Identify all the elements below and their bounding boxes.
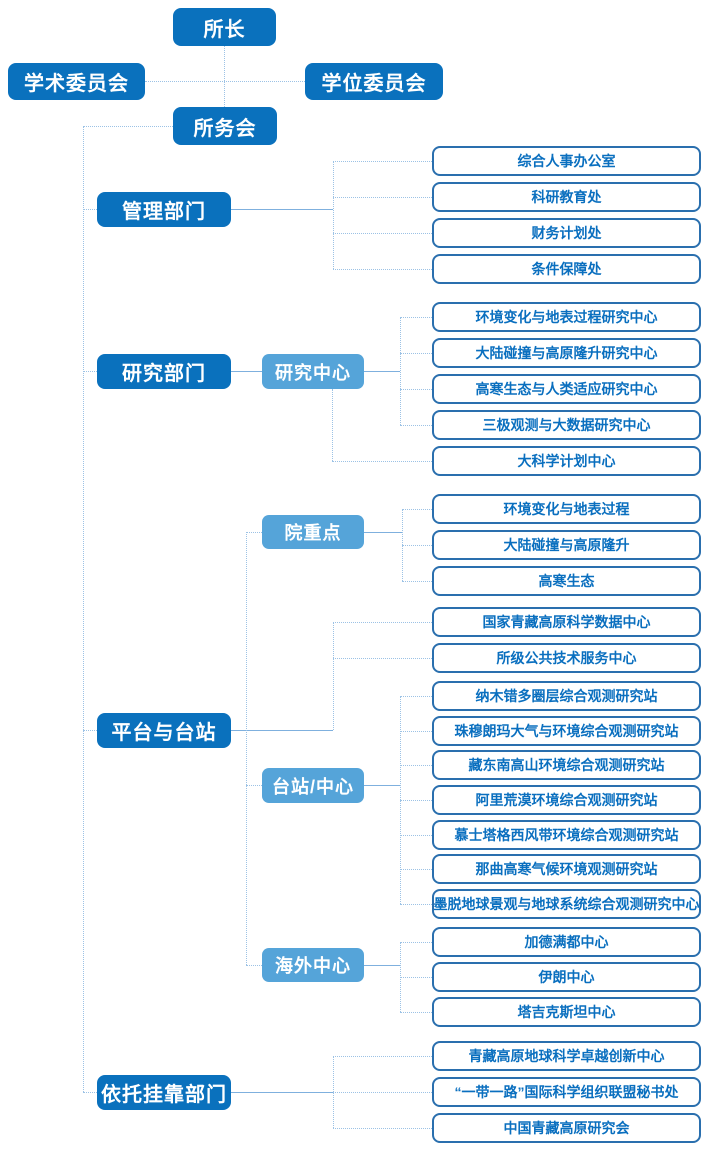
connector-line xyxy=(400,942,432,943)
connector-line xyxy=(400,835,432,836)
connector-line xyxy=(333,622,432,623)
connector-line xyxy=(246,532,262,533)
leaf-node: 高寒生态与人类适应研究中心 xyxy=(432,374,701,404)
connector-line xyxy=(402,581,432,582)
leaf-node: 大陆碰撞与高原隆升 xyxy=(432,530,701,560)
connector-line xyxy=(333,658,334,730)
cas-key-node: 院重点 xyxy=(262,515,364,549)
stations-centers-node: 台站/中心 xyxy=(262,768,364,803)
connector-line xyxy=(231,730,333,731)
connector-line xyxy=(402,509,432,510)
connector-line xyxy=(402,545,432,546)
leaf-node: 中国青藏高原研究会 xyxy=(432,1113,701,1143)
connector-line xyxy=(400,389,432,390)
connector-line xyxy=(400,317,432,318)
connector-line xyxy=(364,532,402,533)
connector-line xyxy=(83,126,173,127)
institute-council-node: 所务会 xyxy=(173,107,277,145)
leaf-node: 国家青藏高原科学数据中心 xyxy=(432,607,701,637)
connector-line xyxy=(400,353,432,354)
connector-line xyxy=(400,765,432,766)
connector-line xyxy=(400,317,401,425)
leaf-node: 高寒生态 xyxy=(432,566,701,596)
overseas-centers-node: 海外中心 xyxy=(262,948,364,982)
leaf-node: 所级公共技术服务中心 xyxy=(432,643,701,673)
connector-line xyxy=(333,161,334,269)
connector-line xyxy=(333,233,432,234)
leaf-node: 青藏高原地球科学卓越创新中心 xyxy=(432,1041,701,1071)
leaf-node: 大陆碰撞与高原隆升研究中心 xyxy=(432,338,701,368)
director-node: 所长 xyxy=(173,8,276,46)
leaf-node: 三极观测与大数据研究中心 xyxy=(432,410,701,440)
leaf-node: 财务计划处 xyxy=(432,218,701,248)
leaf-node: 条件保障处 xyxy=(432,254,701,284)
leaf-node: 伊朗中心 xyxy=(432,962,701,992)
leaf-node: 藏东南高山环境综合观测研究站 xyxy=(432,750,701,780)
connector-line xyxy=(332,389,333,461)
degree-committee-node: 学位委员会 xyxy=(305,63,443,100)
connector-line xyxy=(400,904,432,905)
academic-committee-node: 学术委员会 xyxy=(8,63,145,100)
connector-line xyxy=(333,269,432,270)
connector-line xyxy=(145,81,305,82)
leaf-node: 珠穆朗玛大气与环境综合观测研究站 xyxy=(432,716,701,746)
leaf-node: “一带一路”国际科学组织联盟秘书处 xyxy=(432,1077,701,1107)
connector-line xyxy=(83,1092,97,1093)
connector-line xyxy=(400,1012,432,1013)
leaf-node: 科研教育处 xyxy=(432,182,701,212)
connector-line xyxy=(364,371,400,372)
connector-line xyxy=(400,800,432,801)
connector-line xyxy=(402,509,403,581)
leaf-node: 加德满都中心 xyxy=(432,927,701,957)
leaf-node: 阿里荒漠环境综合观测研究站 xyxy=(432,785,701,815)
connector-line xyxy=(231,371,262,372)
leaf-node: 塔吉克斯坦中心 xyxy=(432,997,701,1027)
branch-affiliated-node: 依托挂靠部门 xyxy=(97,1075,231,1110)
leaf-node: 慕士塔格西风带环境综合观测研究站 xyxy=(432,820,701,850)
connector-line xyxy=(400,869,432,870)
leaf-node: 综合人事办公室 xyxy=(432,146,701,176)
connector-line xyxy=(83,730,97,731)
connector-line xyxy=(83,126,84,1092)
connector-line xyxy=(333,622,334,658)
branch-platforms-node: 平台与台站 xyxy=(97,713,231,748)
connector-line xyxy=(246,532,247,965)
connector-line xyxy=(231,1092,333,1093)
connector-line xyxy=(333,1092,432,1093)
leaf-node: 环境变化与地表过程 xyxy=(432,494,701,524)
research-centers-node: 研究中心 xyxy=(262,354,364,389)
connector-line xyxy=(246,785,262,786)
connector-line xyxy=(224,46,225,107)
connector-line xyxy=(400,696,401,904)
leaf-node: 纳木错多圈层综合观测研究站 xyxy=(432,681,701,711)
connector-line xyxy=(400,942,401,1012)
branch-management-node: 管理部门 xyxy=(97,192,231,227)
connector-line xyxy=(333,197,432,198)
connector-line xyxy=(246,965,262,966)
connector-line xyxy=(333,1056,432,1057)
connector-line xyxy=(400,731,432,732)
leaf-node: 大科学计划中心 xyxy=(432,446,701,476)
leaf-node: 环境变化与地表过程研究中心 xyxy=(432,302,701,332)
connector-line xyxy=(231,209,333,210)
connector-line xyxy=(332,461,432,462)
connector-line xyxy=(364,785,400,786)
branch-research-node: 研究部门 xyxy=(97,354,231,389)
connector-line xyxy=(83,209,97,210)
connector-line xyxy=(333,1056,334,1128)
connector-line xyxy=(333,1128,432,1129)
connector-line xyxy=(364,965,400,966)
connector-line xyxy=(400,977,432,978)
connector-line xyxy=(333,161,432,162)
connector-line xyxy=(400,425,432,426)
connector-line xyxy=(400,696,432,697)
leaf-node: 墨脱地球景观与地球系统综合观测研究中心 xyxy=(432,889,701,919)
leaf-node: 那曲高寒气候环境观测研究站 xyxy=(432,854,701,884)
connector-line xyxy=(83,371,97,372)
connector-line xyxy=(333,658,432,659)
